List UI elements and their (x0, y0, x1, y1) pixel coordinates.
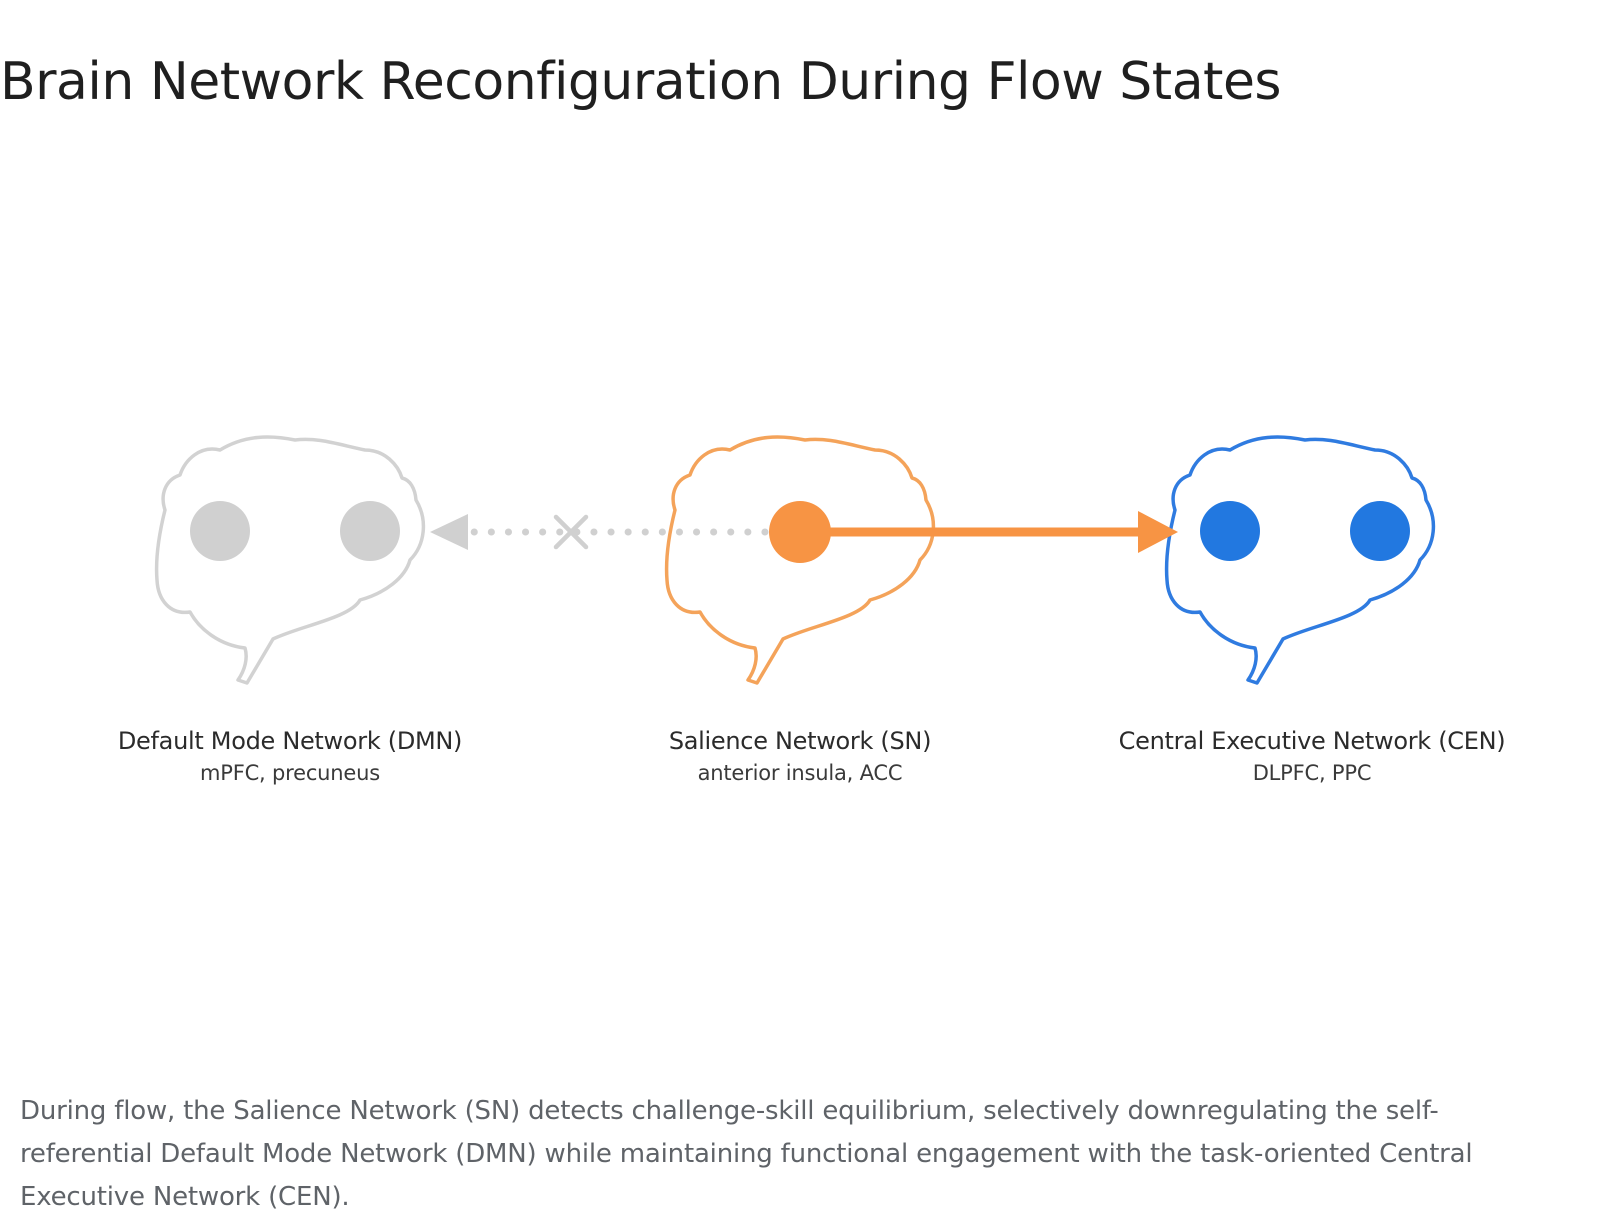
cen-node-dlpfc (1200, 501, 1260, 561)
dmn-name: Default Mode Network (DMN) (117, 727, 463, 755)
sn-to-cen-connection (800, 511, 1178, 553)
cen-regions: DLPFC, PPC (1252, 761, 1372, 785)
dmn-arrowhead-icon (430, 514, 468, 550)
diagram-caption: During flow, the Salience Network (SN) d… (20, 1096, 1473, 1212)
sn-name: Salience Network (SN) (668, 727, 932, 755)
dmn-node-mpfc (190, 501, 250, 561)
cen-name: Central Executive Network (CEN) (1118, 727, 1506, 755)
sn-node-hub (769, 501, 831, 563)
dmn-regions: mPFC, precuneus (200, 761, 380, 785)
dmn-label: Default Mode Network (DMN) mPFC, precune… (60, 725, 520, 789)
sn-label: Salience Network (SN) anterior insula, A… (570, 725, 1030, 789)
dmn-node-precuneus (340, 501, 400, 561)
blocked-x-icon (553, 514, 589, 550)
sn-to-dmn-connection (430, 514, 769, 550)
cen-node-ppc (1350, 501, 1410, 561)
cen-arrowhead-icon (1138, 511, 1178, 553)
page-title: Brain Network Reconfiguration During Flo… (0, 52, 1282, 112)
sn-regions: anterior insula, ACC (697, 761, 903, 785)
cen-brain-icon (1164, 435, 1436, 685)
cen-label: Central Executive Network (CEN) DLPFC, P… (1082, 725, 1542, 789)
dmn-brain-icon (154, 435, 426, 685)
